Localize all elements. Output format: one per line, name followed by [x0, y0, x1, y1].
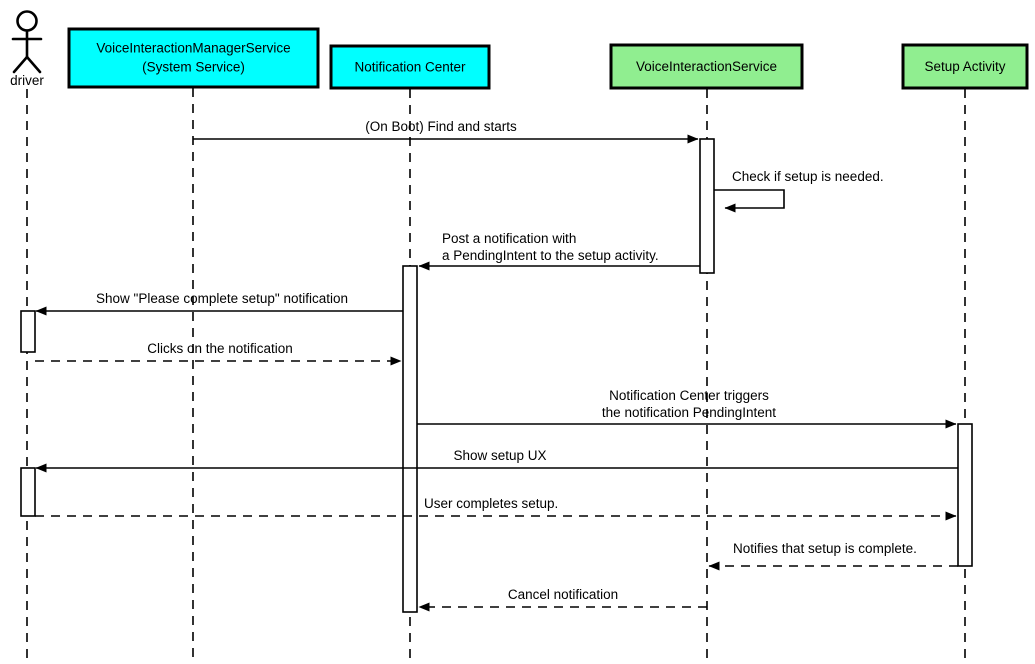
message-msg-2[interactable]: Check if setup is needed. — [714, 169, 884, 213]
participant-sublabel-vims: (System Service) — [142, 60, 245, 75]
message-msg-8[interactable]: User completes setup. — [35, 496, 957, 521]
message-label-msg-6-line1: Notification Center triggers — [609, 388, 769, 403]
message-msg-1[interactable]: (On Boot) Find and starts — [193, 119, 699, 144]
activation-bar-driver — [20, 467, 36, 517]
activations-layer — [20, 138, 973, 613]
message-msg-5[interactable]: Clicks on the notification — [35, 341, 402, 366]
participant-box-vims[interactable] — [67, 27, 320, 89]
message-msg-10[interactable]: Cancel notification — [418, 587, 707, 612]
participant-label-notifcenter: Notification Center — [354, 60, 466, 75]
message-label-msg-3-line2: a PendingIntent to the setup activity. — [442, 248, 659, 263]
participant-boxes-layer: driver VoiceInteractionManagerService (Sys… — [10, 10, 1029, 90]
actor-leg-left — [12, 55, 29, 74]
message-label-msg-10: Cancel notification — [508, 587, 618, 602]
actor-label-driver: driver — [10, 73, 44, 88]
participant-label-vims: VoiceInteractionManagerService — [96, 41, 290, 56]
actor-leg-right — [25, 55, 42, 74]
message-label-msg-3-line1: Post a notification with — [442, 231, 576, 246]
message-label-msg-2: Check if setup is needed. — [732, 169, 884, 184]
message-label-msg-8: User completes setup. — [424, 496, 558, 511]
message-msg-3[interactable]: Post a notification with a PendingIntent … — [418, 231, 700, 271]
message-arrow-msg-2 — [714, 189, 785, 213]
participant-box-notifcenter[interactable] — [329, 44, 491, 90]
actor-head-icon — [16, 10, 38, 32]
message-label-msg-4: Show "Please complete setup" notificatio… — [96, 291, 348, 306]
activation-bar-driver — [20, 310, 36, 353]
activation-bar-notifcenter — [402, 265, 418, 613]
participant-box-vis[interactable] — [609, 43, 804, 90]
message-msg-9[interactable]: Notifies that setup is complete. — [708, 541, 958, 571]
participant-label-setupactivity: Setup Activity — [924, 59, 1005, 74]
message-msg-7[interactable]: Show setup UX — [35, 448, 958, 473]
participant-box-setupactivity[interactable] — [901, 43, 1029, 90]
message-label-msg-7: Show setup UX — [453, 448, 546, 463]
message-label-msg-5: Clicks on the notification — [147, 341, 293, 356]
activation-bar-vis — [699, 138, 715, 274]
message-label-msg-9: Notifies that setup is complete. — [733, 541, 917, 556]
message-label-msg-1: (On Boot) Find and starts — [365, 119, 517, 134]
participant-label-vis: VoiceInteractionService — [636, 59, 777, 74]
participant-driver: driver — [10, 10, 44, 89]
actor-driver[interactable]: driver — [10, 10, 44, 89]
activation-bar-setupactivity — [957, 423, 973, 567]
message-msg-4[interactable]: Show "Please complete setup" notificatio… — [35, 291, 403, 316]
message-msg-6[interactable]: Notification Center triggers the notifica… — [417, 388, 957, 429]
message-label-msg-6-line2: the notification PendingIntent — [602, 405, 776, 420]
